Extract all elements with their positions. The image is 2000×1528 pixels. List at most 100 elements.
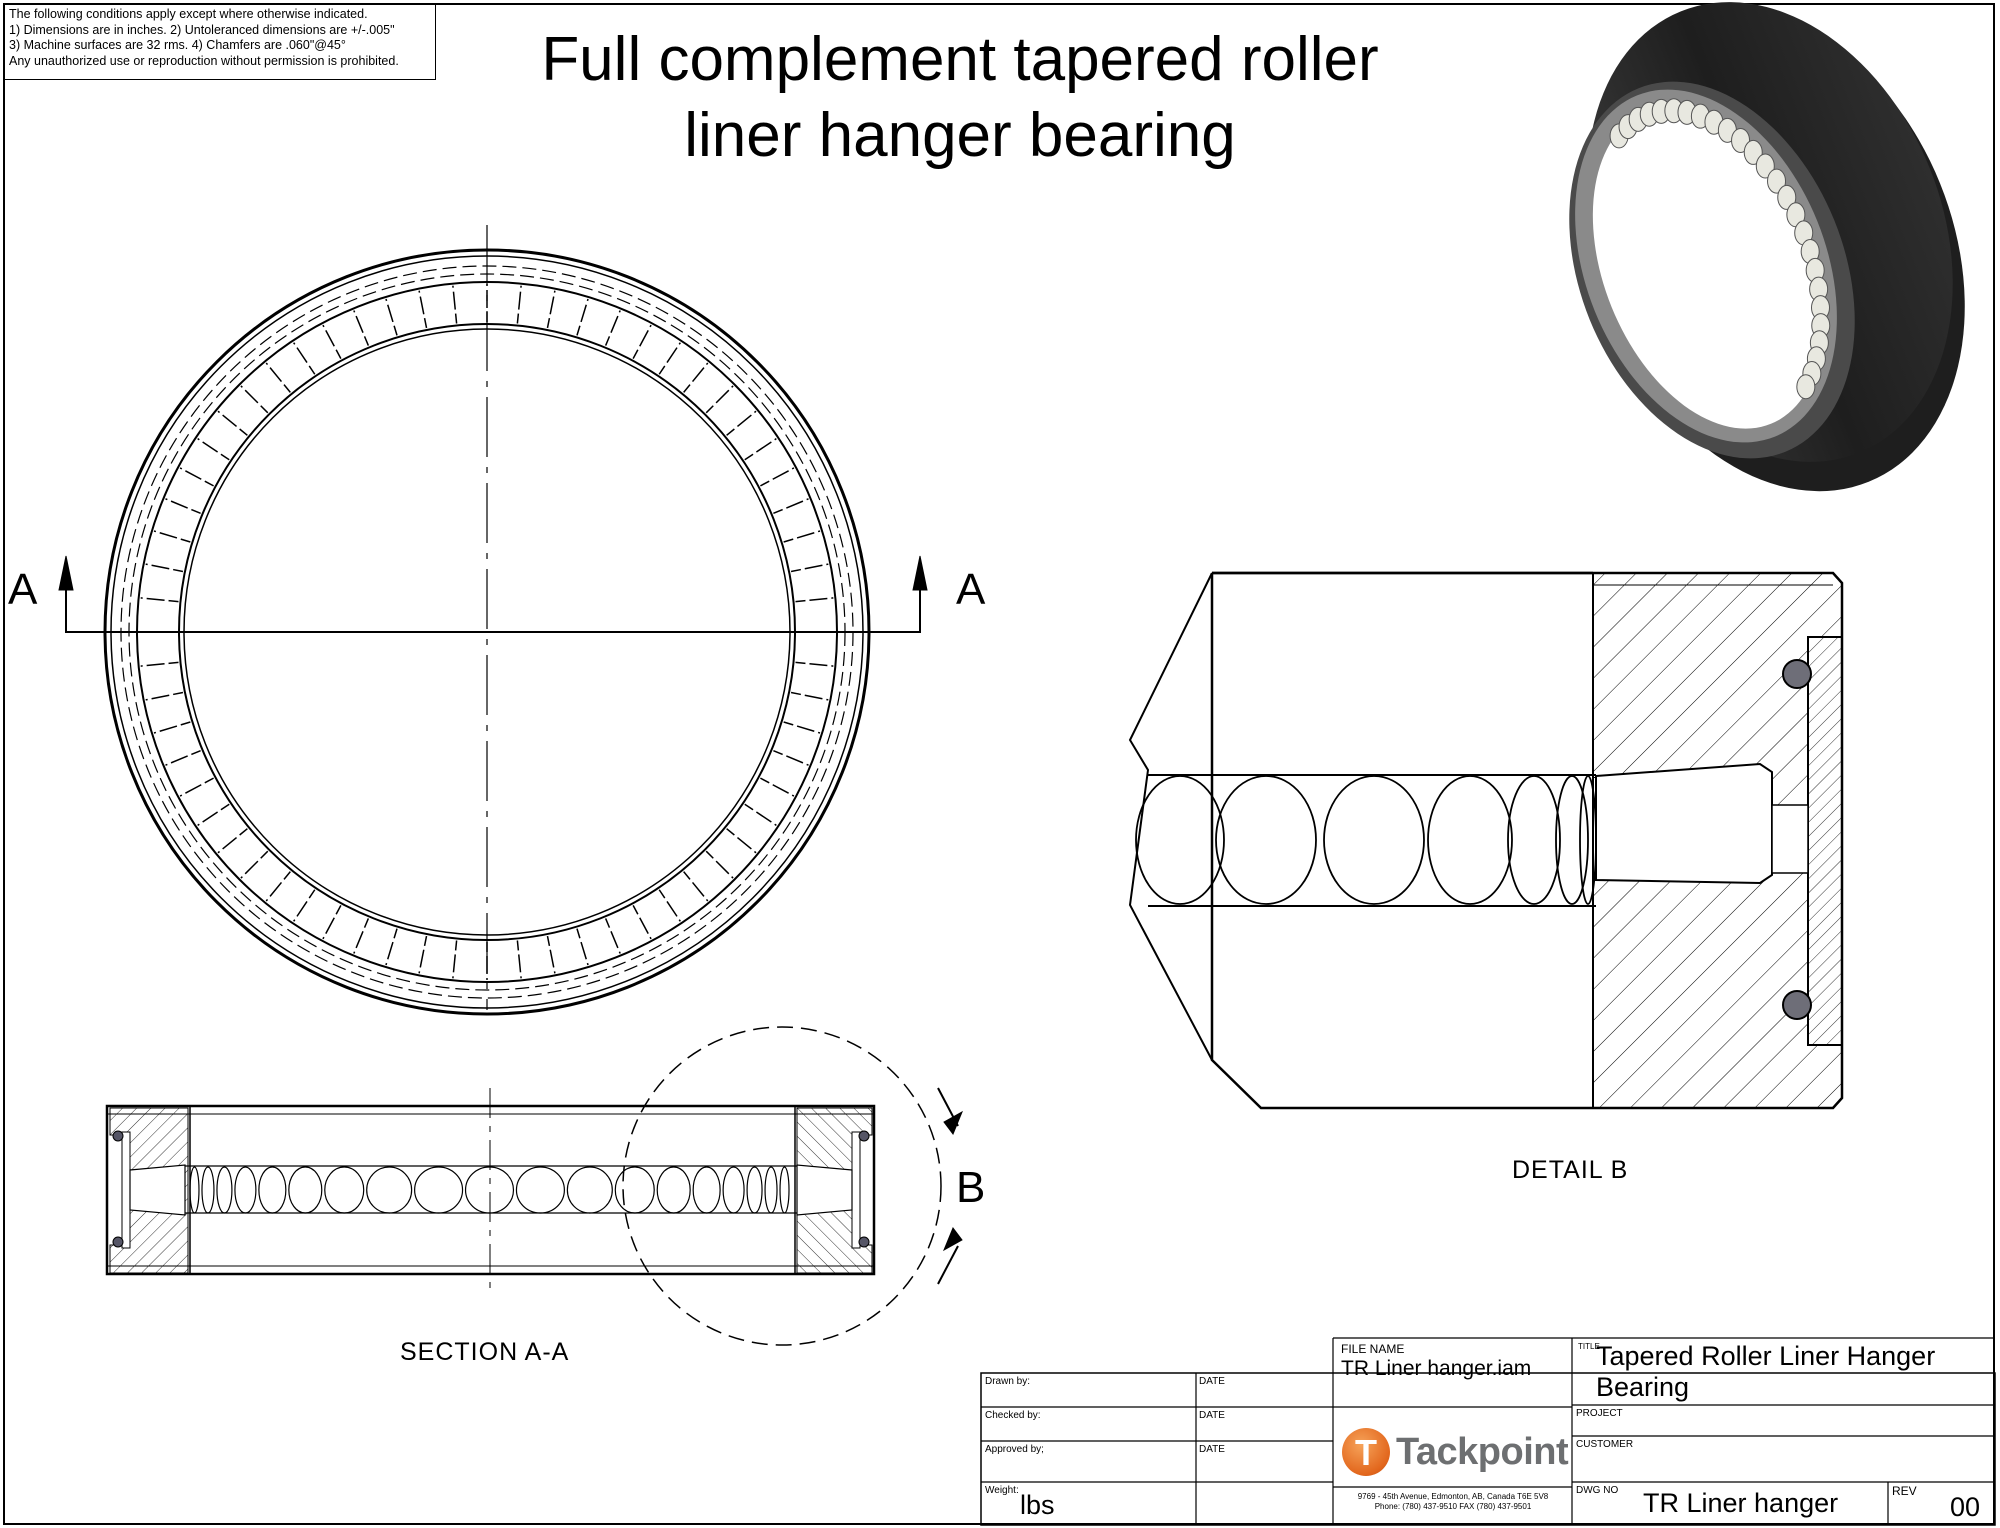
section-roller xyxy=(414,1166,464,1214)
roller-line xyxy=(197,803,230,826)
drawing-title-line-1: Full complement tapered roller xyxy=(541,25,1379,94)
section-mark-right: A xyxy=(956,565,986,614)
section-caption: SECTION A-A xyxy=(400,1338,570,1366)
note-line-4: Any unauthorized use or reproduction wit… xyxy=(9,53,399,68)
drawn-by-label: Drawn by: xyxy=(985,1376,1031,1387)
roller-line xyxy=(240,385,269,414)
roller-line xyxy=(165,749,201,766)
roller-line xyxy=(683,362,709,393)
section-roller xyxy=(566,1166,613,1214)
section-roller xyxy=(515,1166,565,1214)
roller-line xyxy=(546,290,556,329)
logo-mark: T xyxy=(1342,1428,1390,1476)
detail-roller xyxy=(1135,775,1225,905)
section-roller xyxy=(201,1166,215,1214)
checked-by-label: Checked by: xyxy=(985,1410,1041,1421)
roller-line xyxy=(165,498,201,515)
roller-line xyxy=(385,928,398,966)
render-rollers xyxy=(1609,98,1831,400)
rev-value: 00 xyxy=(1950,1492,1981,1522)
roller-line xyxy=(418,935,428,974)
note-line-1: The following conditions apply except wh… xyxy=(9,7,368,21)
drawing-title-line-1-tb: Tapered Roller Liner Hanger xyxy=(1596,1341,1936,1371)
roller-line xyxy=(658,342,681,375)
file-name-value: TR Liner hanger.iam xyxy=(1341,1357,1532,1380)
address-line-2: Phone: (780) 437-9510 FAX (780) 437-9501 xyxy=(1374,1502,1532,1511)
drawing-title-line-2-tb: Bearing xyxy=(1596,1372,1690,1402)
roller-line xyxy=(452,285,458,324)
section-roller xyxy=(779,1166,790,1214)
section-roller xyxy=(722,1166,745,1214)
section-roller xyxy=(656,1166,691,1214)
section-roller xyxy=(258,1166,287,1214)
section-roller xyxy=(189,1166,200,1214)
render-roller xyxy=(1796,374,1816,400)
section-roller xyxy=(366,1166,413,1214)
roller-line xyxy=(353,918,370,954)
section-a-a-view xyxy=(105,1088,876,1295)
section-roller xyxy=(288,1166,323,1214)
weight-unit: lbs xyxy=(1020,1490,1055,1520)
roller-line xyxy=(153,530,191,543)
roller-line xyxy=(783,530,821,543)
roller-line xyxy=(795,661,834,667)
section-roller xyxy=(746,1166,763,1214)
roller-line xyxy=(516,285,522,324)
address-line-1: 9769 - 45th Avenue, Edmonton, AB, Canada… xyxy=(1357,1492,1549,1501)
weight-label: Weight: xyxy=(985,1485,1019,1496)
roller-line xyxy=(452,940,458,979)
roller-line xyxy=(783,721,821,734)
detail-rollers xyxy=(1135,775,1597,905)
drawing-title-line-2: liner hanger bearing xyxy=(684,101,1236,170)
roller-line xyxy=(293,889,316,922)
render-roller xyxy=(1755,153,1775,179)
detail-roller xyxy=(1507,775,1561,905)
drawn-date-label: DATE xyxy=(1199,1376,1225,1387)
roller-line xyxy=(632,324,652,359)
roller-line xyxy=(790,563,829,573)
roller-line xyxy=(658,889,681,922)
roller-line xyxy=(705,850,734,879)
roller-line xyxy=(705,385,734,414)
roller-line xyxy=(265,362,291,393)
bearing-3d-render xyxy=(1569,2,1965,492)
roller-line xyxy=(322,324,342,359)
roller-line xyxy=(744,438,777,461)
detail-roller xyxy=(1555,775,1589,905)
section-line-a-a xyxy=(58,555,928,633)
dwg-no-label: DWG NO xyxy=(1576,1485,1619,1496)
drawing-border xyxy=(3,3,1995,1525)
roller-line xyxy=(265,871,291,902)
section-rollers xyxy=(189,1166,790,1214)
note-line-3: 3) Machine surfaces are 32 rms. 4) Chamf… xyxy=(9,38,346,52)
render-roller xyxy=(1777,184,1797,210)
roller-line xyxy=(683,871,709,902)
front-view xyxy=(68,225,920,1016)
roller-line xyxy=(418,290,428,329)
detail-b-callout xyxy=(622,1026,964,1346)
roller-line xyxy=(293,342,316,375)
roller-line xyxy=(385,298,398,336)
roller-line xyxy=(726,410,757,436)
roller-line xyxy=(197,438,230,461)
section-roller xyxy=(234,1166,257,1214)
roller-line xyxy=(140,661,179,667)
roller-line xyxy=(576,928,589,966)
company-logo: T Tackpoint xyxy=(1338,1424,1569,1480)
section-roller xyxy=(614,1166,655,1214)
drawing-title: Full complement tapered roller liner han… xyxy=(440,22,1480,174)
roller-line xyxy=(790,691,829,701)
roller-line xyxy=(240,850,269,879)
roller-line xyxy=(760,777,795,797)
project-label: PROJECT xyxy=(1576,1408,1623,1419)
checked-date-label: DATE xyxy=(1199,1410,1225,1421)
file-name-label: FILE NAME xyxy=(1341,1342,1405,1356)
title-block-grid xyxy=(980,1337,1996,1526)
roller-line xyxy=(795,597,834,603)
detail-roller xyxy=(1323,775,1425,905)
roller-line xyxy=(217,828,248,854)
roller-line xyxy=(760,467,795,487)
roller-line xyxy=(576,298,589,336)
dwg-no-value: TR Liner hanger xyxy=(1643,1488,1839,1518)
